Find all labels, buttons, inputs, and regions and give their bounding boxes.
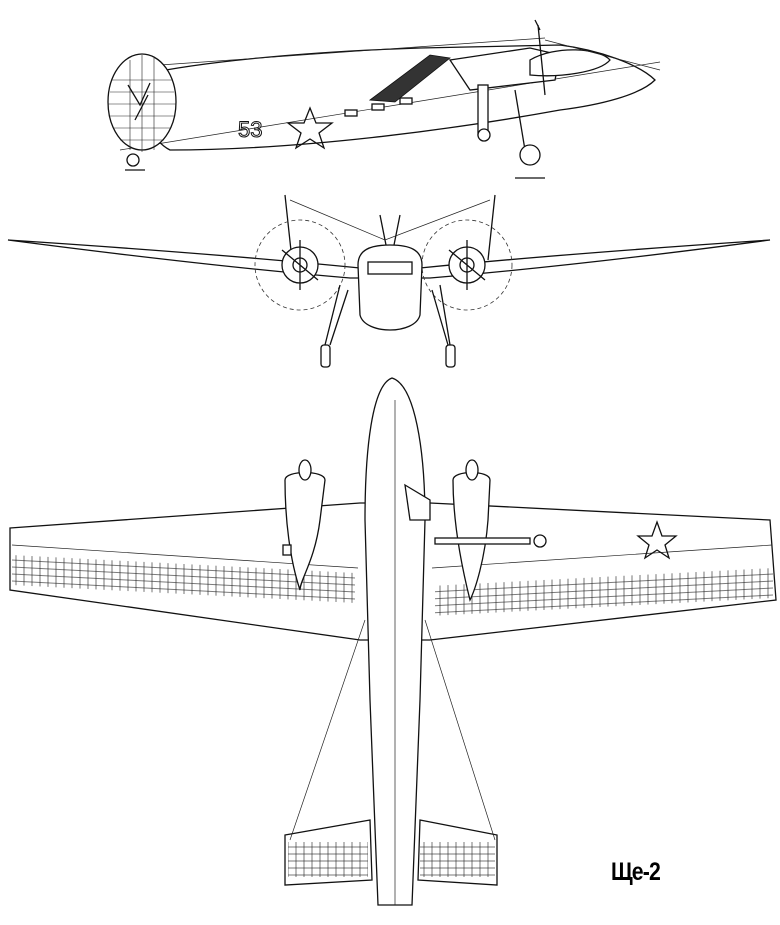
aircraft-designation-label: Ще-2 [611,858,661,886]
star-insignia [286,106,334,150]
tail-number: 53 [238,117,262,142]
top-view [9,377,777,906]
wing-star-insignia [636,520,678,560]
side-view: 53 [107,19,661,179]
front-view [7,194,771,368]
